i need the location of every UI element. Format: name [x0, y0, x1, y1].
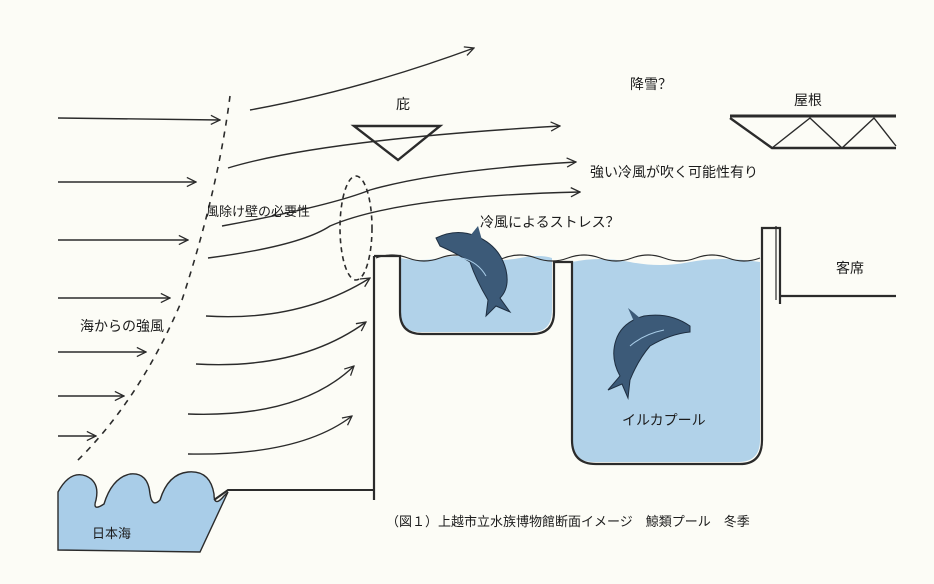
stress-ellipse	[339, 175, 373, 281]
windbreak-dashed-line	[73, 95, 231, 465]
dolphin-pool-water	[572, 259, 760, 462]
sea-of-japan-shape	[57, 471, 229, 553]
figure-caption: （図１）上越市立水族博物館断面イメージ 鯨類プール 冬季	[386, 515, 750, 530]
ground-line	[213, 489, 374, 501]
strong-cold-wind-label: 強い冷風が吹く可能性有り	[590, 165, 758, 181]
dolphin-pool-label: イルカプール	[622, 413, 706, 429]
audience-seats-label: 客席	[836, 261, 864, 277]
windbreak-wall-label: 風除け壁の必要性	[206, 205, 311, 220]
small-pool-water	[400, 256, 552, 332]
sea-wind-label: 海からの強風	[80, 319, 164, 335]
water-surface	[375, 254, 761, 262]
roof-truss	[729, 114, 897, 150]
dolphin-small-pool	[435, 226, 512, 318]
pool-structure	[374, 226, 782, 466]
sea-of-japan-label: 日本海	[92, 527, 132, 542]
eaves-label: 庇	[396, 97, 410, 113]
dolphin-large-pool	[607, 308, 691, 400]
snowfall-label: 降雪？	[630, 77, 672, 93]
eaves-shape	[350, 124, 444, 162]
cold-wind-stress-label: 冷風によるストレス？	[480, 215, 620, 231]
wind-arrows	[57, 48, 580, 455]
roof-label: 屋根	[794, 93, 822, 109]
